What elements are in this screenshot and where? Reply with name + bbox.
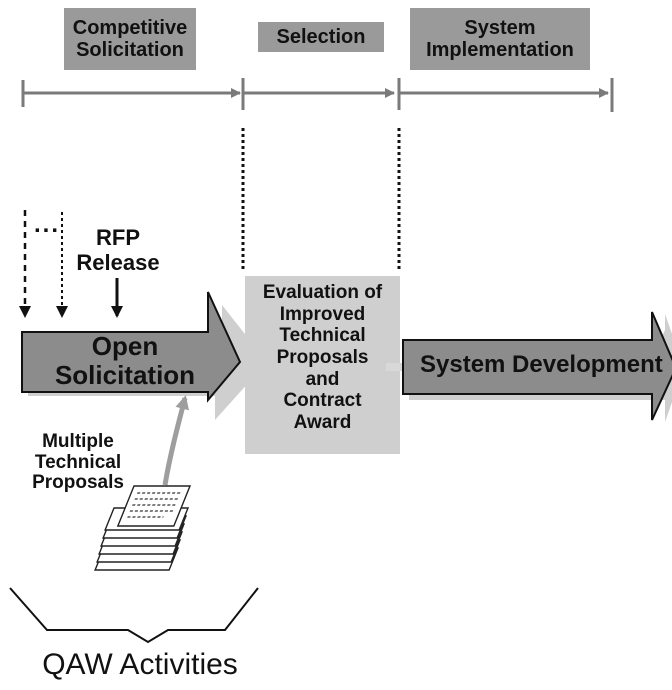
timeline [21, 78, 614, 112]
multiple-technical-proposals-label: Multiple Technical Proposals [32, 431, 124, 494]
phase-selection: Selection [258, 22, 384, 52]
qaw-brace [9, 587, 259, 644]
document-stack-icon [94, 485, 192, 571]
evaluation-label: Evaluation of Improved Technical Proposa… [262, 282, 383, 433]
evaluation-box [245, 276, 400, 454]
phase-competitive-solicitation: Competitive Solicitation [64, 8, 196, 70]
proposals-curved-arrow [162, 395, 190, 486]
milestone-ellipsis: ... [33, 211, 60, 238]
qaw-activities-label: QAW Activities [42, 648, 238, 681]
open-solicitation-arrow [21, 291, 242, 403]
phase-system-implementation: System Implementation [410, 8, 590, 70]
system-development-arrow [402, 311, 672, 421]
system-development-label: System Development [420, 351, 663, 378]
open-solicitation-label: Open Solicitation [54, 331, 196, 391]
rfp-release-label: RFP Release [76, 225, 160, 275]
